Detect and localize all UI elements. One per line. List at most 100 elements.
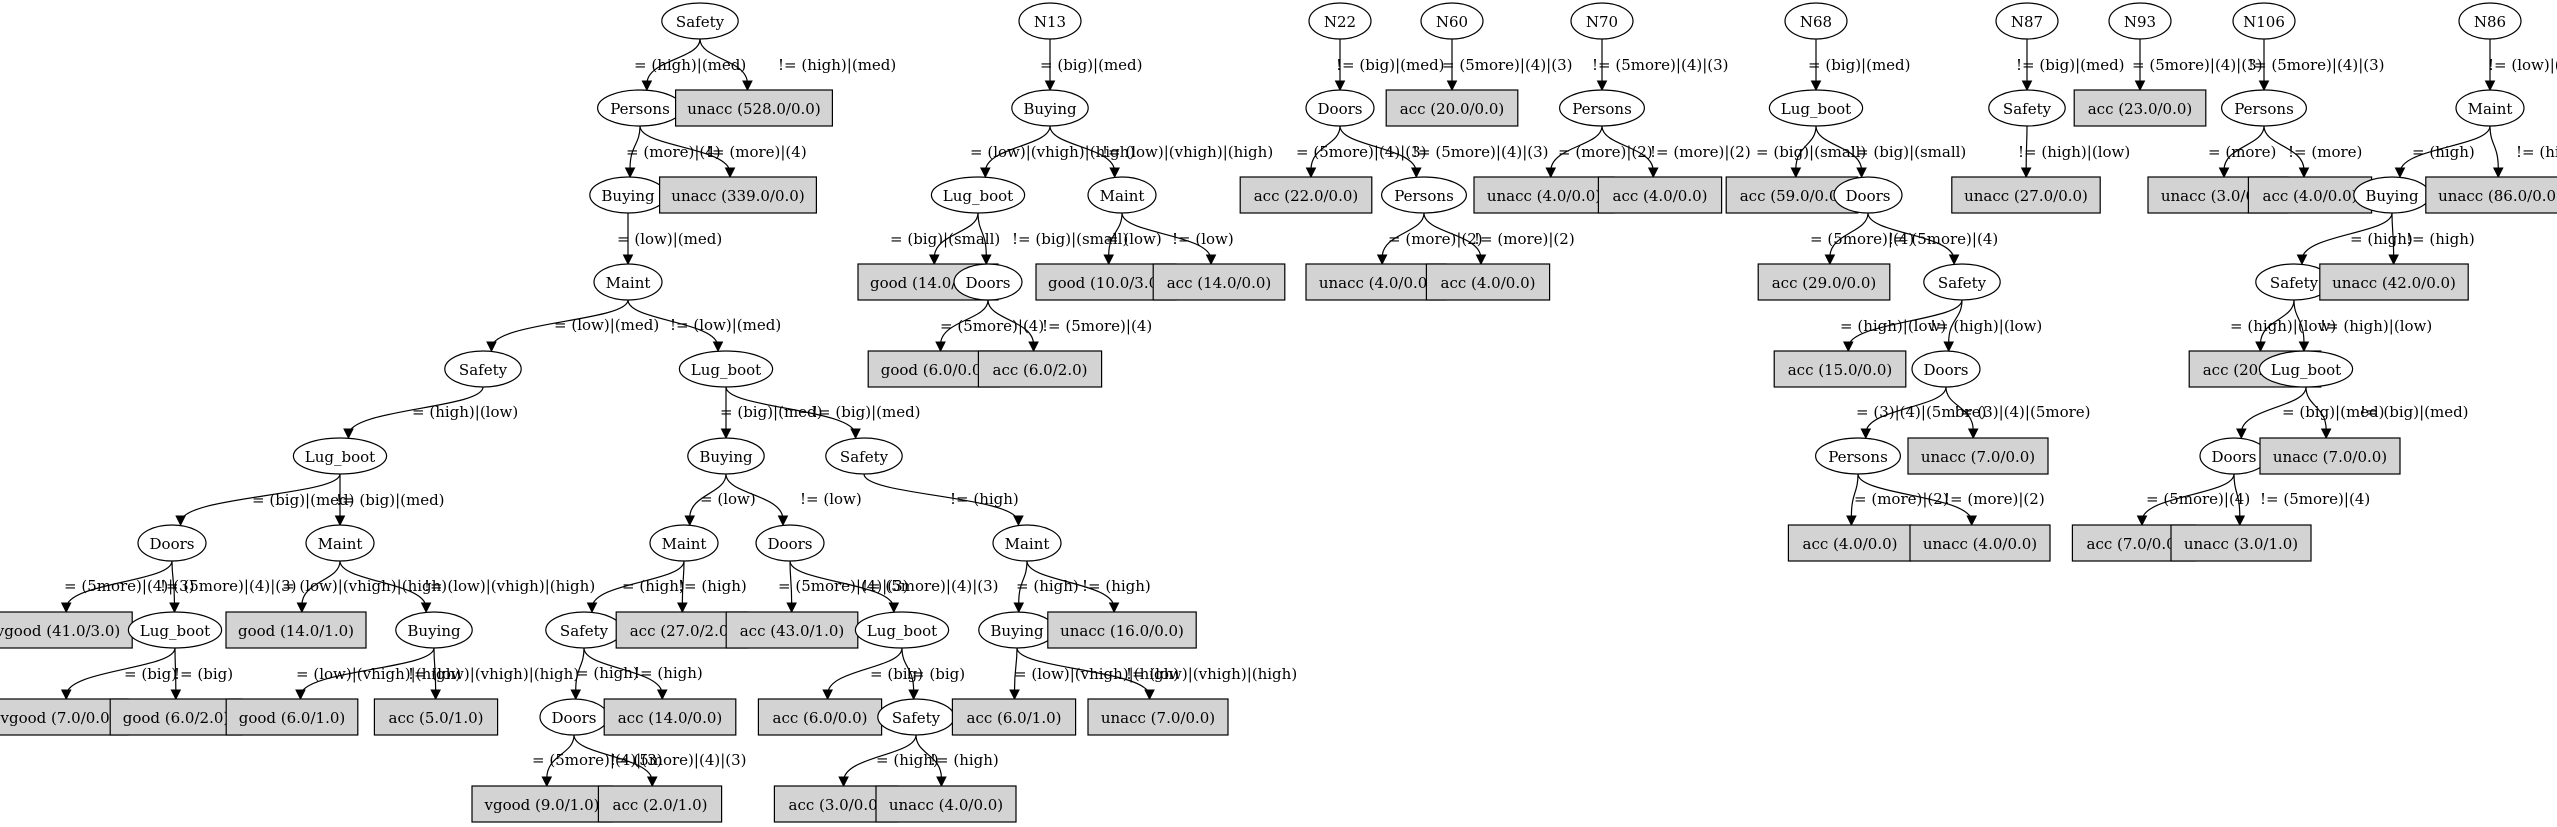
edge-line bbox=[1601, 125, 1654, 172]
node-label: Persons bbox=[1828, 448, 1888, 466]
node-label: Doors bbox=[768, 535, 813, 553]
edge-line bbox=[2489, 125, 2499, 169]
split-node: N60 bbox=[1420, 2, 1484, 40]
node-label: acc (6.0/0.0) bbox=[773, 709, 868, 727]
split-node: Safety bbox=[661, 2, 739, 40]
edge-label: != (5more)|(4) bbox=[2260, 490, 2370, 508]
node-label: good (6.0/0.0) bbox=[881, 361, 988, 379]
edge-arrowhead bbox=[624, 167, 636, 179]
leaf-node: acc (4.0/0.0) bbox=[2247, 176, 2373, 214]
node-label: unacc (528.0/0.0) bbox=[687, 100, 820, 118]
node-ellipse bbox=[2108, 2, 2172, 40]
edge-arrowhead bbox=[2236, 428, 2247, 440]
node-label: Doors bbox=[2212, 448, 2257, 466]
leaf-node: acc (29.0/0.0) bbox=[1757, 263, 1891, 301]
node-label: N22 bbox=[1324, 13, 1356, 31]
edge-line bbox=[689, 473, 727, 519]
edge-line bbox=[174, 647, 177, 691]
leaf-box bbox=[1385, 89, 1519, 127]
edge-arrowhead bbox=[1028, 341, 1039, 353]
node-label: acc (59.0/0.0) bbox=[1740, 187, 1845, 205]
node-ellipse bbox=[2258, 350, 2354, 388]
edge-line bbox=[1381, 212, 1425, 258]
leaf-box bbox=[225, 611, 367, 649]
node-label: Lug_boot bbox=[140, 622, 210, 640]
edge-label: != (low)|(vhigh)|(high) bbox=[408, 665, 579, 683]
node-label: Lug_boot bbox=[305, 448, 375, 466]
edge-line bbox=[827, 647, 903, 695]
edge-arrowhead bbox=[2234, 515, 2246, 527]
edge-arrowhead bbox=[936, 776, 947, 788]
leaf-node: vgood (9.0/1.0) bbox=[471, 785, 613, 823]
leaf-box bbox=[225, 698, 359, 736]
edge-arrowhead bbox=[2492, 167, 2504, 179]
edge-arrowhead bbox=[2255, 341, 2266, 353]
split-node: Buying bbox=[589, 176, 667, 214]
edge-line bbox=[490, 299, 629, 349]
edge-line bbox=[583, 647, 663, 695]
node-ellipse bbox=[593, 263, 663, 301]
edge-arrowhead bbox=[2320, 428, 2332, 440]
edge-label: = (high) bbox=[2350, 230, 2413, 248]
node-ellipse bbox=[292, 437, 388, 475]
edge-label: != (3)|(4)|(5more) bbox=[1954, 403, 2091, 421]
node-ellipse bbox=[825, 437, 903, 475]
edge-arrowhead bbox=[1109, 167, 1120, 179]
node-label: Doors bbox=[966, 274, 1011, 292]
node-label: Safety bbox=[892, 709, 941, 727]
edge-label: = (5more)|(4)|(3) bbox=[778, 577, 909, 595]
split-node: Maint bbox=[992, 524, 1062, 562]
edge-arrowhead bbox=[742, 80, 753, 92]
edge-label: != (5more)|(4)|(3) bbox=[610, 751, 747, 769]
node-label: unacc (16.0/0.0) bbox=[1060, 622, 1184, 640]
edge-label: != (low)|(med) bbox=[670, 316, 781, 334]
leaf-node: acc (4.0/0.0) bbox=[1597, 176, 1723, 214]
edge-arrowhead bbox=[935, 341, 946, 353]
node-label: Persons bbox=[1394, 187, 1454, 205]
split-node: Safety bbox=[877, 698, 955, 736]
split-node: N70 bbox=[1570, 2, 1634, 40]
edge-label: = (more)|(2) bbox=[1854, 490, 1949, 508]
edge-line bbox=[2305, 386, 2327, 430]
edge-label: = (high) bbox=[622, 577, 685, 595]
leaf-box bbox=[2425, 176, 2557, 214]
split-node: Maint bbox=[2455, 89, 2525, 127]
edge-arrowhead bbox=[1824, 254, 1836, 266]
leaf-node: unacc (4.0/0.0) bbox=[1473, 176, 1615, 214]
edge-label: = (big)|(small) bbox=[1756, 143, 1866, 161]
node-label: Buying bbox=[407, 622, 461, 640]
edge-line bbox=[1016, 647, 1151, 697]
edge-arrowhead bbox=[1475, 254, 1487, 266]
node-label: good (6.0/1.0) bbox=[239, 709, 346, 727]
edge-arrowhead bbox=[295, 689, 306, 701]
node-label: Lug_boot bbox=[691, 361, 761, 379]
edge-arrowhead bbox=[2218, 167, 2230, 179]
edge-arrowhead bbox=[2484, 80, 2496, 92]
node-ellipse bbox=[1011, 89, 1089, 127]
edge-line bbox=[2263, 125, 2305, 171]
edge-arrowhead bbox=[586, 602, 598, 614]
node-label: unacc (7.0/0.0) bbox=[1101, 709, 1215, 727]
split-node: Lug_boot bbox=[292, 437, 388, 475]
edge-arrowhead bbox=[430, 689, 441, 701]
split-node: Maint bbox=[649, 524, 719, 562]
node-label: Safety bbox=[840, 448, 889, 466]
node-label: Persons bbox=[2234, 100, 2294, 118]
leaf-box bbox=[1597, 176, 1723, 214]
edge-line bbox=[65, 647, 176, 696]
edge-arrowhead bbox=[656, 689, 668, 701]
node-label: unacc (3.0/0.0) bbox=[2161, 187, 2275, 205]
leaf-box bbox=[658, 176, 817, 214]
edge-label: = (big)|(med) bbox=[1808, 56, 1911, 74]
edge-line bbox=[984, 125, 1051, 172]
edge-arrowhead bbox=[334, 515, 346, 527]
node-ellipse bbox=[854, 611, 950, 649]
split-node: Doors bbox=[1833, 176, 1903, 214]
node-ellipse bbox=[1570, 2, 1634, 40]
node-label: Maint bbox=[318, 535, 363, 553]
edge-label: != (low) bbox=[800, 490, 862, 508]
edge-label: != (high) bbox=[678, 577, 747, 595]
edge-arrowhead bbox=[822, 689, 833, 701]
